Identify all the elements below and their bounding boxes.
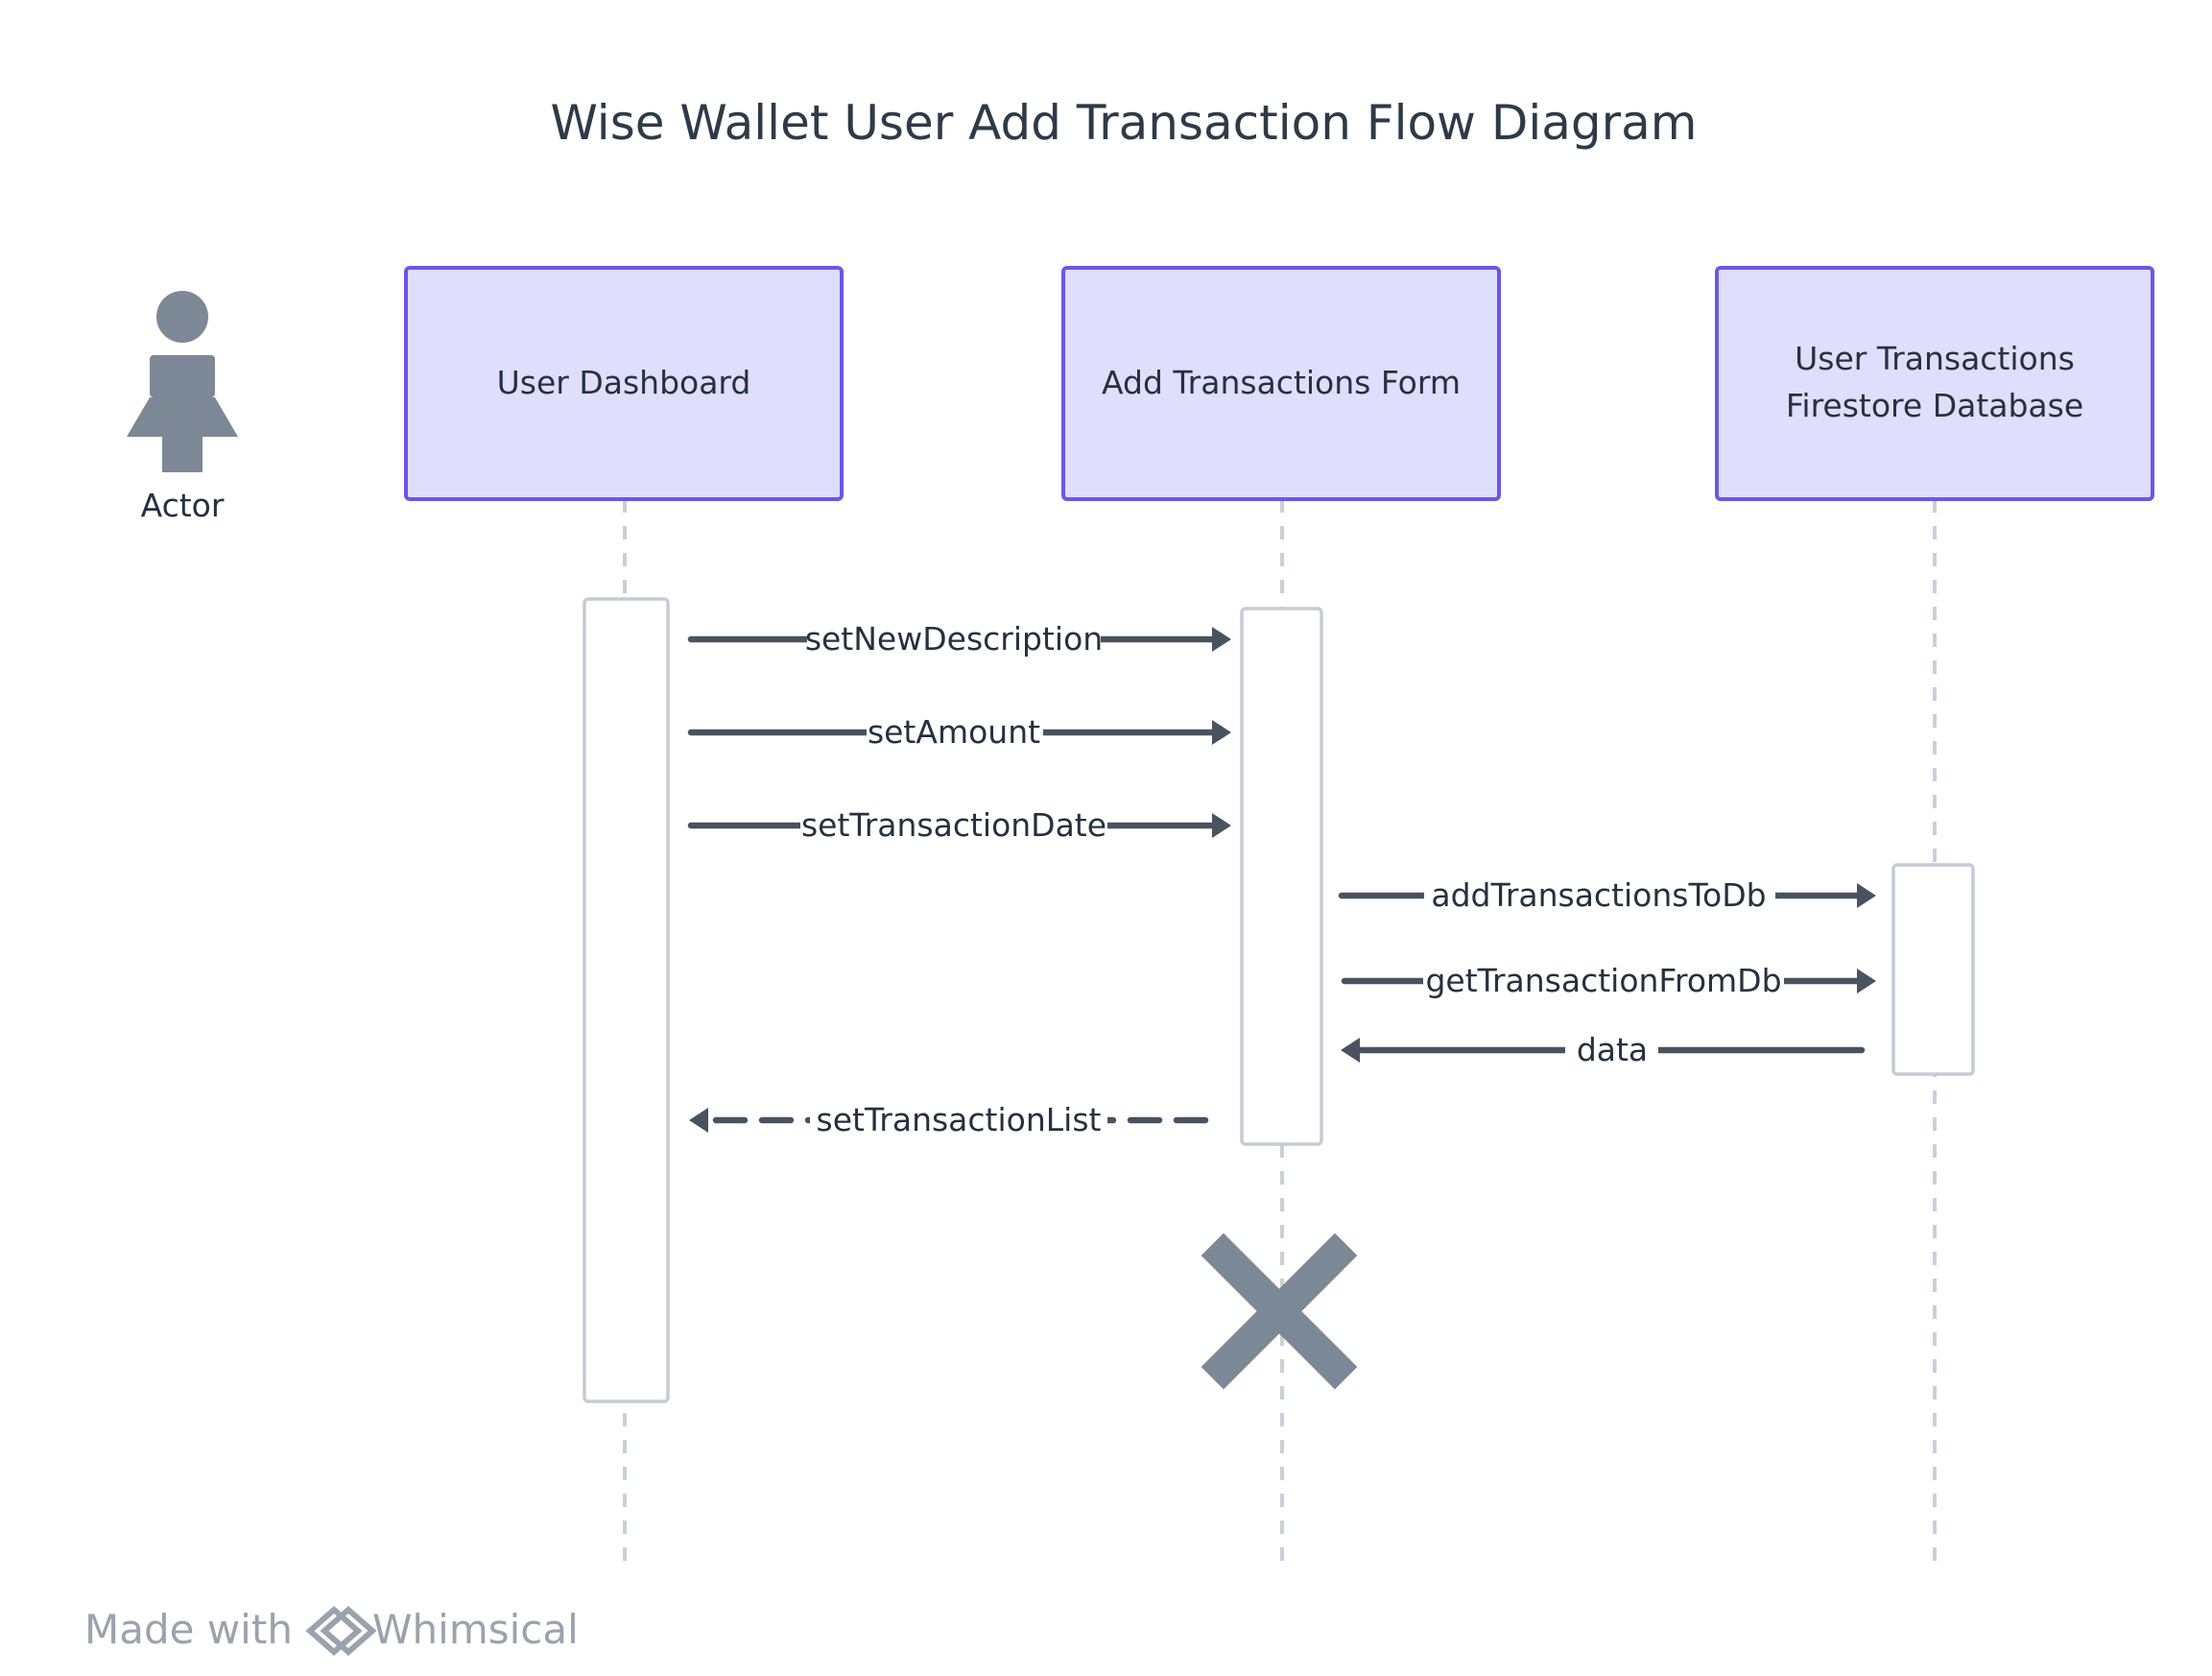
message-label-background [1565,1028,1658,1072]
activation-bar-add-transactions-form [1240,607,1323,1146]
message-set-new-description[interactable]: setNewDescription [687,617,1231,661]
participant-firestore-database[interactable]: User Transactions Firestore Database [1715,266,2154,501]
arrowhead-left [689,1108,708,1133]
whimsical-footer[interactable]: Made with Whimsical [84,1606,579,1656]
whimsical-logo-icon [305,1606,377,1656]
destroy-mark-icon [1201,1233,1358,1390]
person-icon [127,291,238,472]
message-label-background [1424,874,1775,918]
message-get-transaction-from-db[interactable]: getTransactionFromDb [1341,959,1876,1003]
message-label: getTransactionFromDb [1425,962,1781,999]
message-label-background [1423,959,1784,1003]
message-label: setAmount [868,713,1040,751]
message-label-background [810,1098,1107,1142]
arrowhead-right [1212,720,1231,745]
message-data[interactable]: data [1341,1028,1866,1072]
message-label-background [800,803,1107,848]
arrowhead-right [1857,883,1876,908]
participant-label-line-2: Firestore Database [1786,387,2083,424]
participant-user-dashboard[interactable]: User Dashboard [404,266,844,501]
message-label: data [1577,1031,1648,1068]
message-label: setTransactionDate [801,806,1106,844]
actor[interactable]: Actor [127,291,238,524]
arrowhead-left [1341,1038,1360,1063]
made-with-label: Made with [84,1606,293,1653]
participant-label-line-1: User Transactions [1795,340,2075,377]
message-set-transaction-list[interactable]: setTransactionList [689,1098,1219,1142]
arrowhead-right [1212,627,1231,652]
message-set-transaction-date[interactable]: setTransactionDate [687,803,1231,848]
diagram-title: Wise Wallet User Add Transaction Flow Di… [550,95,1697,151]
arrowhead-right [1212,813,1231,838]
arrowhead-right [1857,969,1876,994]
activation-bar-user-dashboard [583,597,670,1403]
brand-label: Whimsical [372,1606,579,1653]
message-label: setNewDescription [805,620,1103,658]
participant-add-transactions-form[interactable]: Add Transactions Form [1061,266,1501,501]
message-add-transactions-to-db[interactable]: addTransactionsToDb [1338,874,1876,918]
message-label-background [867,710,1043,754]
message-set-amount[interactable]: setAmount [687,710,1231,754]
actor-label: Actor [141,487,225,524]
message-label: setTransactionList [817,1101,1102,1138]
participant-label: User Dashboard [497,364,751,401]
message-label: addTransactionsToDb [1431,876,1766,914]
participant-label: Add Transactions Form [1102,364,1461,401]
message-label-background [807,617,1101,661]
activation-bar-firestore-database [1891,863,1975,1076]
